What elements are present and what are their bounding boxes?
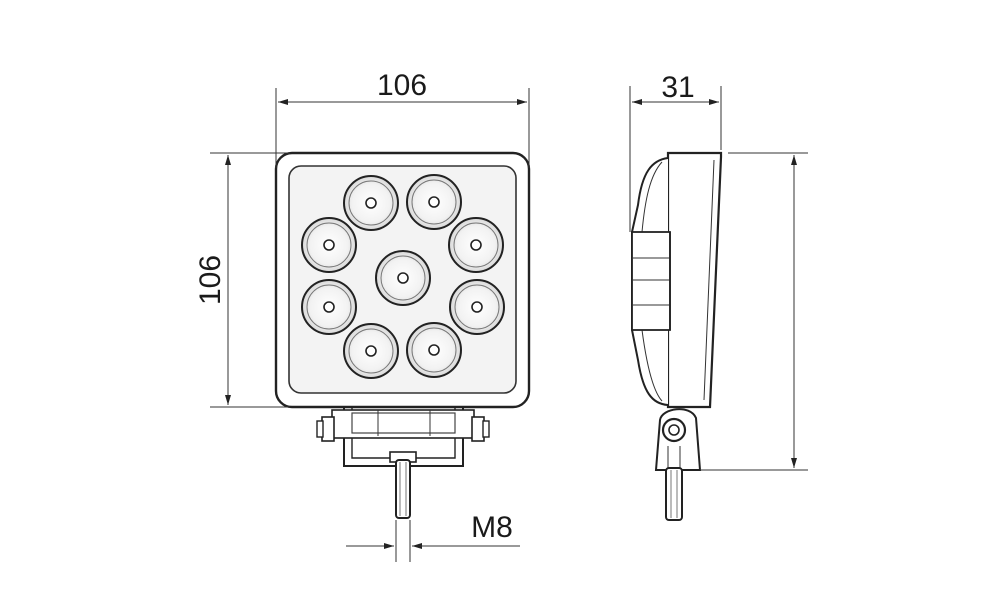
led-3 bbox=[301, 217, 357, 273]
led-2 bbox=[406, 174, 462, 230]
mounting-bracket-front bbox=[316, 407, 490, 467]
side-view bbox=[631, 151, 723, 521]
thread-dimension: M8 bbox=[346, 511, 520, 562]
thread-dimension-label: M8 bbox=[471, 511, 513, 544]
led-1 bbox=[343, 175, 399, 231]
depth-dimension-label: 31 bbox=[661, 71, 694, 104]
side-height-dimension bbox=[700, 152, 808, 471]
width-dimension-label: 106 bbox=[377, 69, 427, 102]
front-view bbox=[274, 151, 531, 519]
led-6 bbox=[301, 279, 357, 335]
led-group bbox=[301, 174, 505, 379]
width-dimension: 106 bbox=[275, 69, 530, 168]
depth-dimension: 31 bbox=[629, 71, 722, 232]
bolt-front bbox=[395, 459, 411, 519]
led-4 bbox=[448, 217, 504, 273]
height-dimension: 106 bbox=[194, 152, 290, 408]
height-dimension-label: 106 bbox=[194, 255, 227, 305]
led-7 bbox=[449, 279, 505, 335]
mounting-bracket-side bbox=[654, 408, 702, 471]
led-9 bbox=[406, 322, 462, 378]
led-8 bbox=[343, 323, 399, 379]
bolt-side bbox=[665, 467, 683, 521]
led-5 bbox=[375, 250, 431, 306]
